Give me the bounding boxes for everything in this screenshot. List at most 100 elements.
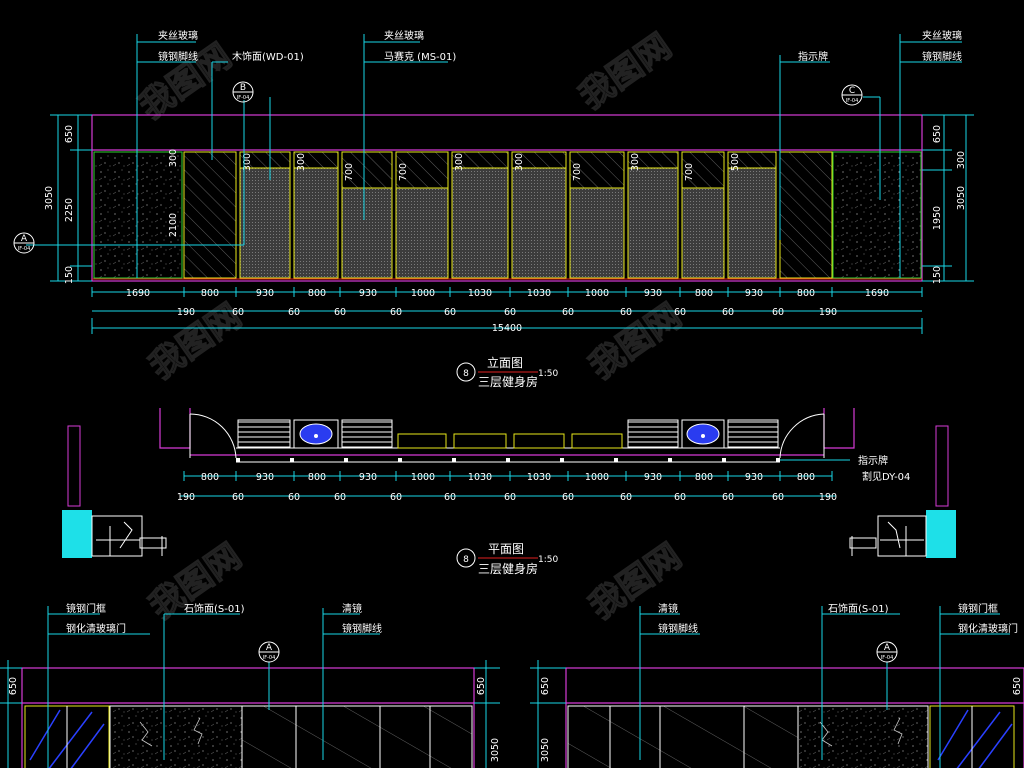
- lower-right-dim-3050: 3050: [540, 738, 551, 762]
- right-dim-1950: 1950: [932, 206, 943, 230]
- elevation-dim-2: 60: [674, 307, 686, 318]
- panel-glass-top: [681, 151, 725, 189]
- left-dim-total: 3050: [44, 186, 55, 210]
- left-stone-panel: [93, 151, 183, 279]
- lower-left-label-mirror: 清镜: [342, 602, 362, 615]
- panel-mosaic: [451, 167, 509, 279]
- svg-text:我图网: 我图网: [572, 26, 678, 117]
- panel-mosaic: [341, 187, 393, 279]
- plan-dim-2: 190: [177, 492, 195, 503]
- lower-right-label-stone: 石饰面(S-01): [828, 602, 889, 615]
- right-dim-150: 150: [932, 266, 943, 284]
- elevation-dim-2: 190: [177, 307, 195, 318]
- label-mosaic: 马赛克 (MS-01): [384, 50, 456, 63]
- panel-top-dim: 700: [344, 163, 355, 181]
- lower-right-bubble-ref: IF-04: [881, 655, 894, 661]
- plan-dim-2: 60: [562, 492, 574, 503]
- lower-left-bubble[interactable]: A IF-04: [258, 641, 280, 663]
- lower-right-label-frame: 镜钢门框: [958, 602, 998, 615]
- section-bubble-c[interactable]: C IF-04: [841, 84, 863, 106]
- plan-title-number: 8: [463, 555, 469, 565]
- plan-dim-2: 60: [620, 492, 632, 503]
- lower-right-label-mirror: 清镜: [658, 602, 678, 615]
- bubble-b-ref: IF-04: [237, 95, 250, 101]
- plan-dim-2: 60: [504, 492, 516, 503]
- lower-right-mirror: [567, 705, 799, 768]
- lower-right-dim-650-left: 650: [540, 677, 551, 695]
- panel-mosaic: [511, 167, 567, 279]
- elevation-dim-1: 930: [644, 288, 662, 299]
- panel-glass-top: [395, 151, 449, 189]
- elevation-dim-2: 60: [334, 307, 346, 318]
- elevation-dim-1: 930: [359, 288, 377, 299]
- section-bubble-b[interactable]: B IF-04: [232, 81, 254, 103]
- right-section-detail: [849, 425, 956, 558]
- plan-dim-2: 60: [288, 492, 300, 503]
- label-glass-c: 夹丝玻璃: [922, 29, 962, 42]
- elevation-dim-1: 1690: [126, 288, 150, 299]
- label-glass-a: 夹丝玻璃: [158, 29, 198, 42]
- lower-left-bubble-ref: IF-04: [263, 655, 276, 661]
- right-stone-panel: [832, 151, 922, 279]
- elevation-dim-1: 1000: [585, 288, 609, 299]
- elevation-dim-1: 800: [797, 288, 815, 299]
- section-bubble-a[interactable]: A IF-04: [13, 232, 35, 254]
- lower-left-elevation[interactable]: 650 650 3050 镜钢门框 钢化清玻璃门 石饰面(S-01) 清镜 镜钢…: [0, 602, 501, 768]
- elevation-dim-1: 800: [308, 288, 326, 299]
- plan-dim-2: 60: [334, 492, 346, 503]
- plan-dim-2: 60: [232, 492, 244, 503]
- elevation-dim-1: 800: [695, 288, 713, 299]
- elevation-dim-2: 60: [620, 307, 632, 318]
- lower-left-outline: [21, 667, 475, 768]
- panel-top-dim: 300: [296, 153, 307, 171]
- elevation-dim-2: 60: [504, 307, 516, 318]
- plan-dim-2: 60: [772, 492, 784, 503]
- plan-dim-2: 60: [444, 492, 456, 503]
- plan-fixtures: [236, 419, 780, 462]
- panel-mosaic: [627, 167, 679, 279]
- plan-dim-1: 800: [695, 472, 713, 483]
- elevation-dim-1: 1000: [411, 288, 435, 299]
- panel-top-dim: 300: [630, 153, 641, 171]
- elevation-dim-1: 930: [256, 288, 274, 299]
- panel-top-dim: 700: [572, 163, 583, 181]
- label-wood-finish: 木饰面(WD-01): [232, 50, 304, 63]
- left-dim-650: 650: [64, 125, 75, 143]
- elevation-dim-2: 60: [232, 307, 244, 318]
- elevation-dim-1: 1690: [865, 288, 889, 299]
- lower-right-stone: [797, 705, 929, 768]
- elevation-leaders: [26, 34, 962, 278]
- panel-glass-top: [341, 151, 393, 189]
- label-glass-b: 夹丝玻璃: [384, 29, 424, 42]
- plan-label-sign-ref: 割见DY-04: [862, 470, 910, 483]
- bubble-b-letter: B: [240, 83, 246, 93]
- panel-top-dim: 300: [514, 153, 525, 171]
- label-steel-skirt-a: 镜钢脚线: [158, 50, 198, 63]
- elevation-outline: [91, 114, 923, 282]
- plan-dim-1: 1030: [468, 472, 492, 483]
- inner-dim-300: 300: [168, 149, 179, 167]
- bubble-c-letter: C: [849, 86, 855, 96]
- panel-mosaic: [395, 187, 449, 279]
- lower-left-dim-3050: 3050: [490, 738, 501, 762]
- lower-right-bubble-letter: A: [884, 643, 891, 653]
- lower-right-elevation[interactable]: 650 3050 650 清镜 镜钢脚线 石饰面(S-01) 镜钢门框 钢化清玻…: [530, 602, 1024, 768]
- elevation-title: 8 立面图 三层健身房 1:50: [456, 355, 558, 389]
- elevation-dim-2: 60: [722, 307, 734, 318]
- elevation-dim-2: 60: [562, 307, 574, 318]
- lower-right-bubble[interactable]: A IF-04: [876, 641, 898, 663]
- plan-dim-1: 930: [359, 472, 377, 483]
- lower-right-label-door: 钢化清玻璃门: [958, 622, 1018, 635]
- elevation-dim-1: 1030: [527, 288, 551, 299]
- panel-mosaic: [727, 167, 777, 279]
- panel-mosaic: [239, 167, 291, 279]
- lower-left-bubble-letter: A: [266, 643, 273, 653]
- lower-left-mirror: [241, 705, 473, 768]
- left-dim-2250: 2250: [64, 198, 75, 222]
- lower-left-label-door: 钢化清玻璃门: [66, 622, 126, 635]
- plan-dim-2: 60: [674, 492, 686, 503]
- lower-left-label-skirt: 镜钢脚线: [342, 622, 382, 635]
